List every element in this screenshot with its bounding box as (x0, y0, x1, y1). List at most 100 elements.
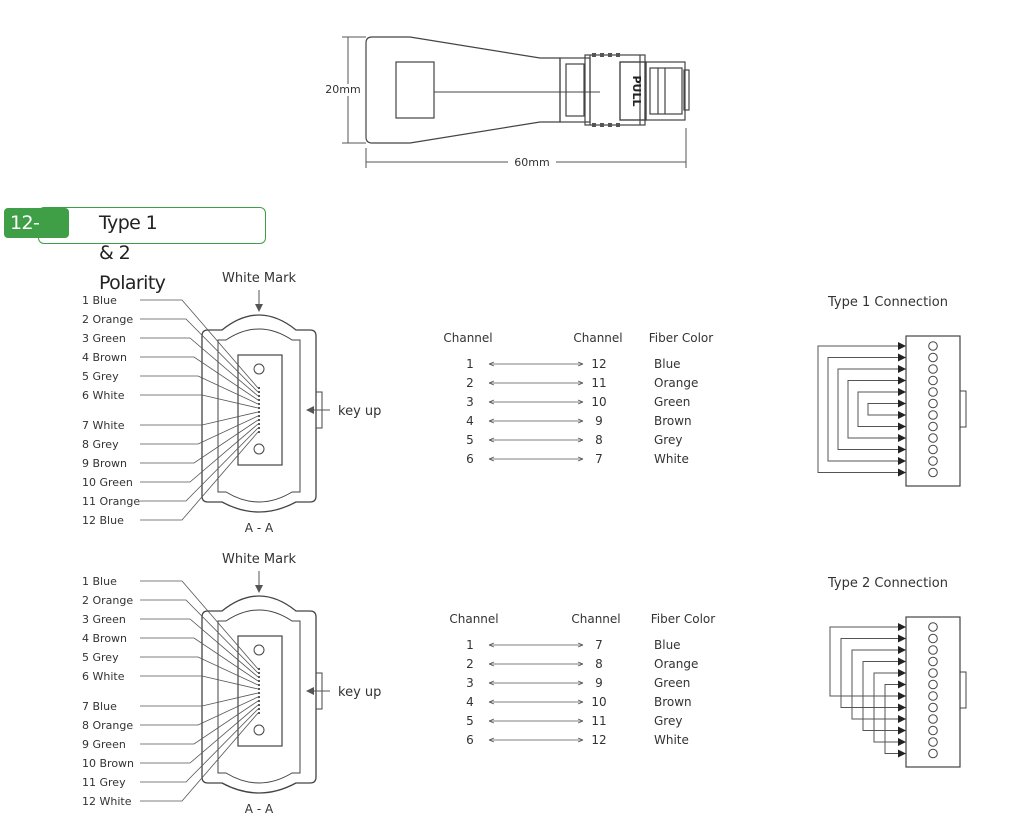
channel-a: 5 (466, 433, 474, 447)
pull-label: PULL (630, 75, 643, 106)
fiber-label: 9 Green (82, 738, 126, 751)
fiber-dot (258, 684, 260, 686)
fiber-port (928, 702, 938, 713)
fiber-dot (258, 668, 260, 670)
loop-arrowhead (898, 468, 906, 477)
loop-arrowhead (898, 634, 906, 643)
channel-a: 5 (466, 714, 474, 728)
loop-arrowhead (898, 680, 906, 689)
fiber-leader-line (140, 708, 259, 783)
fiber-color: Green (654, 395, 690, 409)
channel-b: 9 (595, 676, 603, 690)
fiber-color: Brown (654, 414, 692, 428)
channel-b: 10 (591, 695, 606, 709)
fiber-label: 1 Blue (82, 294, 117, 307)
fiber-port (928, 714, 938, 724)
fiber-color: Brown (654, 695, 692, 709)
loop-arrowhead (898, 365, 906, 373)
type2-loop (884, 684, 906, 754)
fiber-label: 11 Grey (82, 776, 126, 789)
type2-loop (873, 672, 906, 743)
fiber-dot (258, 399, 260, 401)
fiber-dot (258, 680, 260, 682)
channel-b: 7 (595, 452, 603, 466)
fiber-port (928, 748, 938, 759)
loop-arrowhead (898, 749, 906, 758)
fiber-leader-line (140, 656, 259, 686)
fiber-port (928, 444, 938, 455)
fiber-leader-line (140, 411, 259, 426)
ferrule-outline (201, 595, 317, 794)
channel-b: 9 (595, 414, 603, 428)
fiber-label: 9 Brown (82, 457, 127, 470)
table-header: Channel (571, 612, 620, 626)
guide-pin-hole-bottom (253, 443, 265, 455)
fiber-port (928, 341, 938, 351)
loop-arrowhead (898, 388, 906, 396)
ferrule-inner (217, 609, 301, 784)
channel-a: 2 (466, 657, 474, 671)
connector-boot (365, 36, 561, 144)
loop-arrowhead (898, 669, 906, 677)
loop-arrowhead (898, 726, 906, 735)
fiber-label: 4 Brown (82, 351, 127, 364)
loop-arrowhead (898, 657, 906, 666)
fiber-port (928, 633, 938, 644)
fiber-label: 10 Brown (82, 757, 134, 770)
header-title: Type 1 & 2 Polarity (99, 212, 166, 294)
fiber-port (928, 645, 938, 655)
key-up-label: key up (338, 404, 381, 419)
connection-title: Type 2 Connection (827, 576, 948, 591)
fiber-dot (258, 415, 260, 417)
fiber-dot (258, 387, 260, 389)
connection-key (959, 390, 967, 428)
ferrule-outline (201, 314, 317, 513)
fiber-leader-line (140, 618, 259, 678)
type1-loop (847, 380, 906, 439)
fiber-color: Grey (654, 433, 682, 447)
fiber-label: 7 White (82, 419, 125, 432)
fiber-label: 6 White (82, 670, 125, 683)
connection-key (959, 671, 967, 709)
fiber-dot (258, 700, 260, 702)
channel-arrowheads (488, 718, 584, 724)
fiber-port (928, 668, 938, 678)
channel-arrowheads (488, 737, 584, 743)
loop-arrowhead (898, 715, 906, 723)
fiber-label: 12 White (82, 795, 132, 808)
loop-arrowhead (898, 703, 906, 712)
key-up-label: key up (338, 685, 381, 700)
loop-arrowhead (898, 353, 906, 362)
channel-a: 4 (466, 414, 474, 428)
fiber-dot (258, 419, 260, 421)
channel-a: 3 (466, 395, 474, 409)
fiber-label: 7 Blue (82, 700, 117, 713)
fiber-count-badge: 12-Fibers (4, 208, 69, 264)
fiber-leader-line (140, 318, 259, 393)
fiber-dot (258, 688, 260, 690)
fiber-port (928, 364, 938, 374)
fiber-leader-line (140, 580, 259, 670)
fiber-leader-line (140, 696, 259, 726)
channel-b: 12 (591, 733, 606, 747)
fiber-leader-line (140, 427, 259, 502)
section-label: A - A (245, 802, 274, 816)
fiber-dot (258, 696, 260, 698)
fiber-leader-line (140, 700, 259, 745)
channel-b: 12 (591, 357, 606, 371)
fiber-label: 10 Green (82, 476, 133, 489)
channel-a: 6 (466, 733, 474, 747)
fiber-leader-line (140, 337, 259, 397)
fiber-leader-line (140, 356, 259, 401)
loop-arrowhead (898, 434, 906, 442)
fiber-port (928, 725, 938, 736)
fiber-port (928, 421, 938, 432)
connector-drawing: PULL 20mm 60mm (322, 36, 690, 169)
type1-loop (827, 357, 906, 462)
channel-a: 2 (466, 376, 474, 390)
type1-loop (857, 391, 906, 427)
fiber-label: 3 Green (82, 332, 126, 345)
channel-arrowheads (488, 642, 584, 648)
